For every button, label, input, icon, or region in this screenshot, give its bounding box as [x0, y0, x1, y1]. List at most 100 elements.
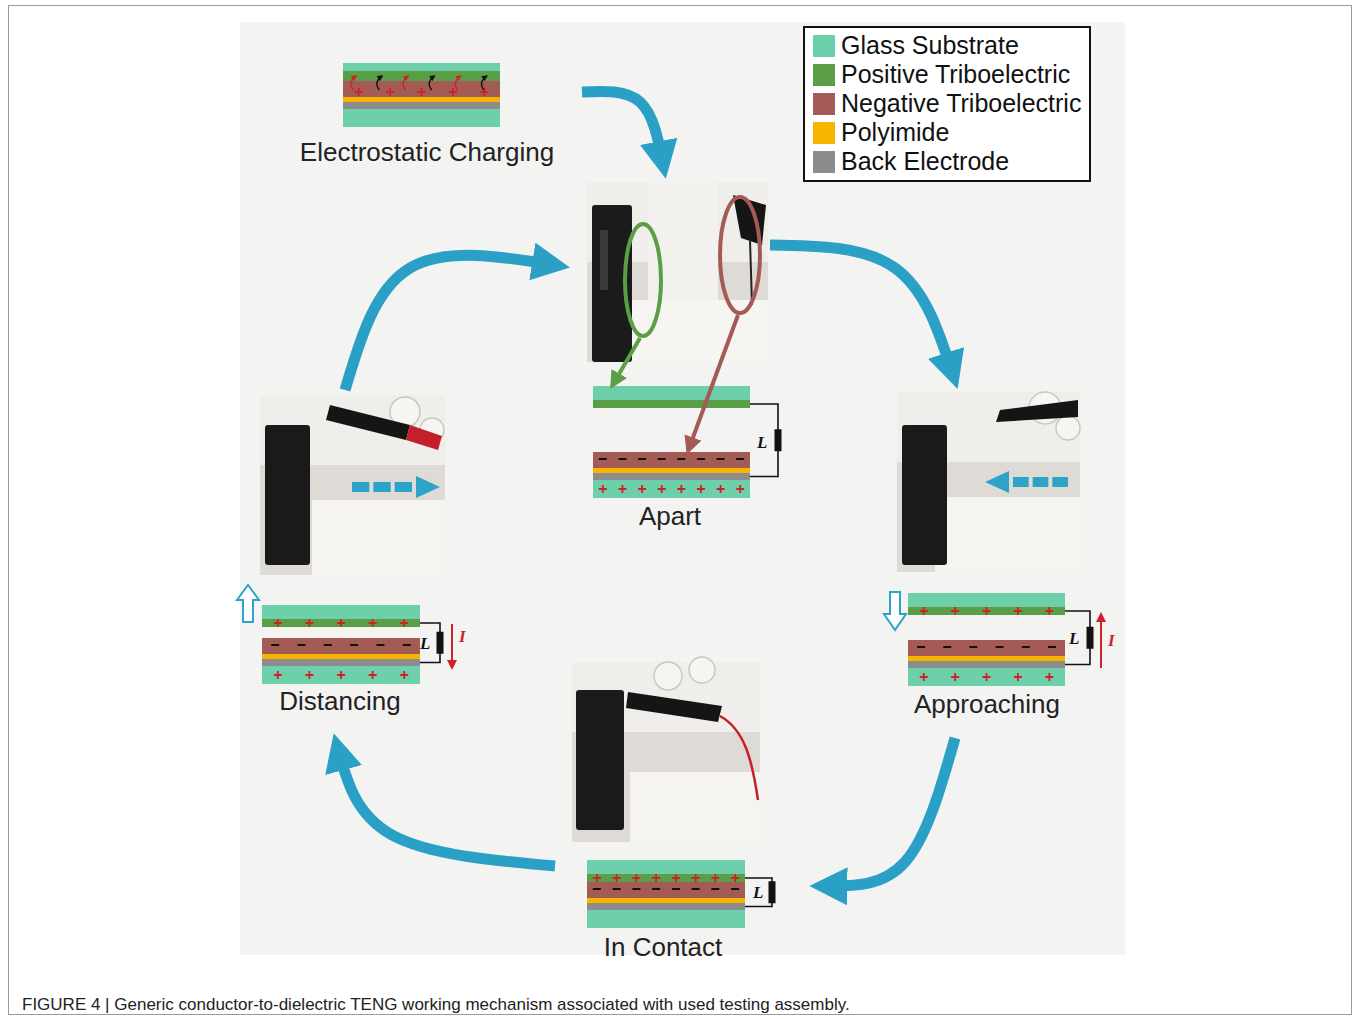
negative-layer — [262, 638, 420, 654]
circuit-symbol-label: L — [757, 434, 767, 451]
load-wire — [750, 404, 778, 477]
clamp-slot — [600, 230, 608, 290]
positive-charge — [672, 874, 680, 882]
positive-charge — [983, 607, 991, 615]
legend-text: Negative Triboelectric — [841, 91, 1081, 116]
negative-layer — [587, 882, 745, 898]
positive-charge — [386, 88, 394, 96]
positive-charge — [951, 673, 959, 681]
negative-charge — [711, 888, 719, 890]
positive-layer — [593, 400, 750, 408]
circuit-symbol-label: I — [1108, 632, 1115, 649]
positive-charge — [618, 485, 626, 493]
positive-charge — [677, 485, 685, 493]
circuit-symbol-label: L — [1069, 630, 1079, 647]
current-arrow — [451, 624, 453, 668]
stage-label: Approaching — [914, 690, 1060, 720]
positive-charge — [400, 619, 408, 627]
negative-charge — [1048, 646, 1056, 648]
motion-arrow — [416, 476, 440, 498]
positive-charge — [692, 874, 700, 882]
glass-substrate — [587, 860, 745, 874]
fixture-knob — [1056, 416, 1080, 440]
negative-charge — [350, 644, 358, 646]
negative-charge — [736, 458, 744, 460]
positive-charge — [736, 485, 744, 493]
negative-charge — [593, 888, 601, 890]
stage-region: Approaching — [885, 388, 1089, 738]
polyimide-layer — [262, 654, 420, 659]
positive-charge — [369, 671, 377, 679]
test-clip — [326, 405, 410, 440]
load-resistor — [1087, 627, 1094, 649]
polyimide-layer — [343, 97, 500, 102]
clamp-body — [265, 425, 310, 565]
cycle-arrow — [770, 245, 953, 376]
motion-arrow — [395, 482, 412, 492]
positive-charge — [305, 671, 313, 679]
legend-swatch — [813, 64, 835, 86]
positive-charge — [711, 874, 719, 882]
motion-arrow — [237, 585, 259, 622]
circuit-symbol-label: L — [753, 884, 763, 901]
load-resistor — [769, 881, 776, 903]
positive-charge — [274, 619, 282, 627]
negative-charge — [613, 888, 621, 890]
positive-charge — [1014, 607, 1022, 615]
negative-charge — [996, 646, 1004, 648]
motion-arrow — [1052, 477, 1068, 487]
glass-substrate — [343, 109, 500, 127]
legend-item: Back Electrode — [813, 147, 1081, 176]
test-wire — [750, 240, 752, 305]
positive-layer — [343, 71, 500, 81]
cycle-arrow — [345, 255, 556, 390]
negative-charge — [697, 458, 705, 460]
positive-charge — [920, 607, 928, 615]
positive-charge — [632, 874, 640, 882]
positive-charge — [599, 485, 607, 493]
load-resistor — [437, 632, 444, 654]
charge-transfer-arrow — [455, 76, 460, 90]
fixture-knob — [689, 657, 715, 683]
figure-caption: FIGURE 4 | Generic conductor-to-dielectr… — [22, 995, 850, 1015]
photo-ground — [572, 662, 760, 842]
stage-label: In Contact — [604, 933, 723, 963]
positive-charge — [920, 673, 928, 681]
negative-charge — [672, 888, 680, 890]
legend-swatch — [813, 122, 835, 144]
motion-arrow — [884, 592, 906, 630]
stage-region: Distancing — [250, 390, 450, 735]
positive-charge — [400, 671, 408, 679]
legend-swatch — [813, 151, 835, 173]
glass-substrate — [262, 666, 420, 684]
glass-substrate — [343, 63, 500, 71]
positive-charge — [337, 671, 345, 679]
positive-charge — [731, 874, 739, 882]
charge-transfer-arrow — [377, 76, 382, 90]
figure-frame — [9, 6, 1352, 1015]
test-wire — [720, 716, 758, 800]
photo-ground — [897, 392, 1080, 572]
fixture-block — [312, 500, 445, 575]
leader-arrow — [688, 315, 738, 451]
positive-charge — [449, 88, 457, 96]
negative-charge — [618, 458, 626, 460]
negative-charge — [731, 888, 739, 890]
legend-item: Polyimide — [813, 118, 1081, 147]
negative-charge — [943, 646, 951, 648]
legend-text: Polyimide — [841, 120, 949, 145]
negative-charge — [324, 644, 332, 646]
motion-arrow — [985, 471, 1009, 493]
positive-charge — [652, 874, 660, 882]
negative-charge — [298, 644, 306, 646]
positive-charge — [369, 619, 377, 627]
charge-transfer-arrow — [482, 76, 487, 90]
positive-charge — [697, 485, 705, 493]
photo-ground — [587, 182, 768, 362]
glass-substrate — [908, 668, 1065, 686]
motion-arrow — [373, 482, 390, 492]
glass-substrate — [593, 386, 750, 400]
positive-charge — [951, 607, 959, 615]
cycle-arrow — [582, 91, 663, 164]
